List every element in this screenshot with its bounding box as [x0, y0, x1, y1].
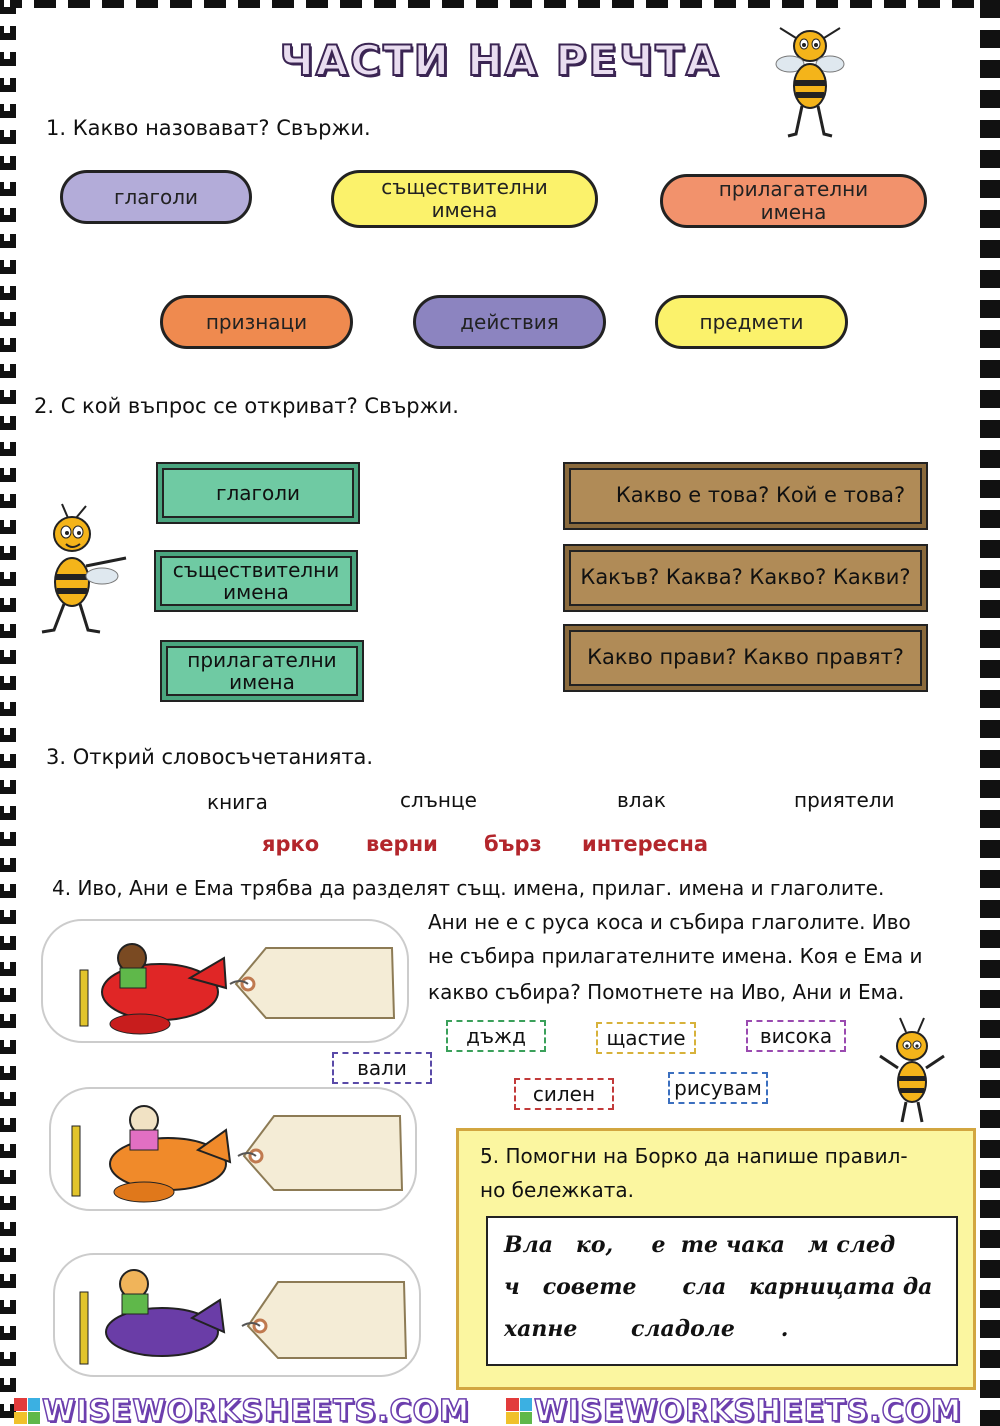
meaning-attributes[interactable]: признаци	[160, 295, 353, 349]
meaning-objects[interactable]: предмети	[655, 295, 848, 349]
page-title: ЧАСТИ НА РЕЧТА	[279, 35, 721, 86]
word-card[interactable]: вали	[332, 1052, 432, 1084]
task4-heading: 4. Иво, Ани е Ема трябва да разделят същ…	[52, 876, 885, 900]
question-what-kind[interactable]: Какъв? Каква? Какво? Какви?	[563, 544, 928, 612]
task5-heading-line: 5. Помогни на Борко да напише правил-	[480, 1144, 908, 1168]
task3-heading: 3. Открий словосъчетанията.	[46, 745, 374, 769]
question-category-adjectives[interactable]: прилагателни имена	[160, 640, 364, 702]
page-border-left	[0, 0, 16, 1426]
category-adjectives[interactable]: прилагателни имена	[660, 174, 927, 228]
footer-brand: WISEWORKSHEETS.COM	[41, 1393, 470, 1426]
logo-icon	[506, 1398, 532, 1424]
task5-heading-line: но бележката.	[480, 1178, 635, 1202]
note-line[interactable]: Вла ко, е те чака м след	[504, 1232, 896, 1258]
noun-word[interactable]: влак	[617, 788, 666, 812]
adjective-word[interactable]: верни	[366, 832, 438, 856]
meaning-actions[interactable]: действия	[413, 295, 606, 349]
page-border-right	[980, 0, 1000, 1426]
plane-orange-with-tag	[49, 1087, 417, 1211]
question-what-who[interactable]: Какво е това? Кой е това?	[563, 462, 928, 530]
task1-heading: 1. Какво назовават? Свържи.	[46, 116, 371, 140]
word-card[interactable]: щастие	[596, 1022, 696, 1054]
note-line[interactable]: ч совете сла карницата да	[504, 1274, 933, 1300]
word-card[interactable]: рисувам	[668, 1072, 768, 1104]
note-line[interactable]: хапне сладоле .	[504, 1316, 789, 1342]
noun-word[interactable]: слънце	[400, 788, 477, 812]
page-border-top	[0, 0, 1000, 8]
adjective-word[interactable]: интересна	[582, 832, 709, 856]
task2-heading: 2. С кой въпрос се откриват? Свържи.	[34, 394, 459, 418]
question-category-verbs[interactable]: глаголи	[156, 462, 360, 524]
plane-purple-with-tag	[53, 1253, 421, 1377]
question-category-nouns[interactable]: съществителни имена	[154, 550, 358, 612]
note-paper	[486, 1216, 958, 1366]
adjective-word[interactable]: бърз	[484, 832, 542, 856]
bee-icon	[775, 27, 845, 138]
word-card[interactable]: силен	[514, 1078, 614, 1110]
plane-red-with-tag	[41, 919, 409, 1043]
bee-pointing-icon	[41, 503, 127, 634]
word-card[interactable]: висока	[746, 1020, 846, 1052]
task4-text-line: не събира прилагателните имена. Коя е Ем…	[428, 944, 923, 968]
task4-text-line: какво събира? Помотнете на Иво, Ани и Ем…	[428, 980, 905, 1004]
word-card[interactable]: дъжд	[446, 1020, 546, 1052]
category-verbs[interactable]: глаголи	[60, 170, 252, 224]
question-what-does[interactable]: Какво прави? Какво правят?	[563, 624, 928, 692]
category-nouns[interactable]: съществителни имена	[331, 170, 598, 228]
noun-word[interactable]: книга	[207, 790, 268, 814]
bee-shrug-icon	[879, 1017, 945, 1123]
adjective-word[interactable]: ярко	[262, 832, 320, 856]
logo-icon	[14, 1398, 40, 1424]
footer-brand: WISEWORKSHEETS.COM	[533, 1393, 962, 1426]
task4-text-line: Ани не е с руса коса и събира глаголите.…	[428, 910, 911, 934]
noun-word[interactable]: приятели	[794, 788, 895, 812]
